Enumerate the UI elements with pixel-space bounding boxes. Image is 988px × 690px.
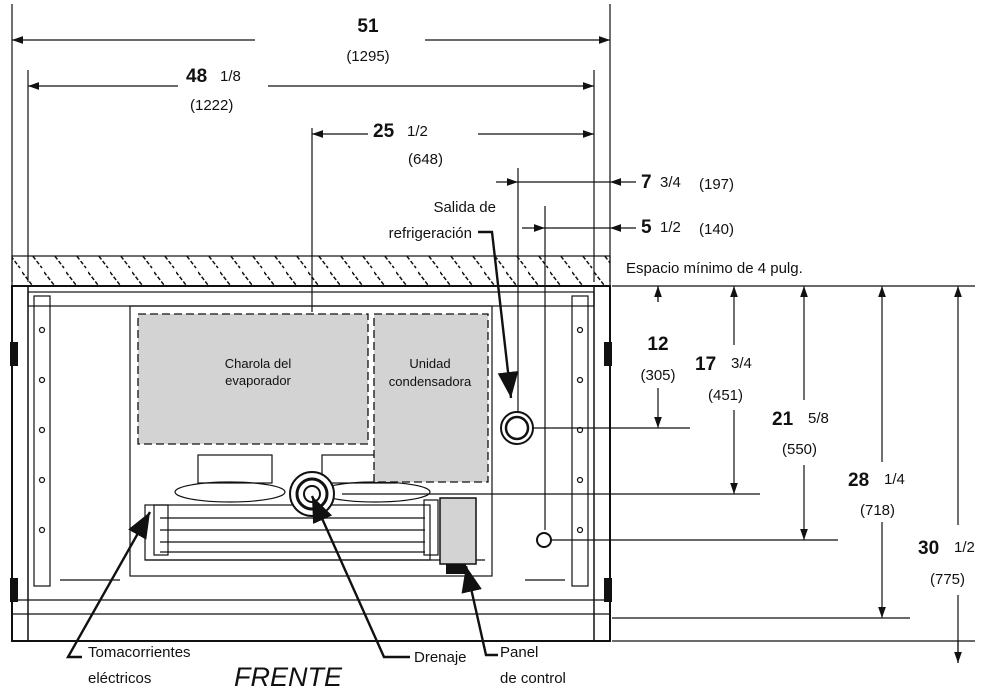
dim-28-frac: 1/4	[884, 471, 905, 488]
dim-5-frac: 1/2	[660, 219, 681, 236]
dim-51-mm: (1295)	[346, 48, 389, 65]
min-space-label: Espacio mínimo de 4 pulg.	[626, 260, 803, 277]
condensing-unit-line1: Unidad	[409, 356, 450, 371]
dimension-30: 30 1/2 (775)	[918, 286, 975, 663]
refrigeration-outlet-label: Salida de refrigeración	[389, 199, 519, 399]
dim-30-whole: 30	[918, 538, 939, 559]
dim-21-mm: (550)	[782, 441, 817, 458]
control-panel-box	[439, 497, 477, 574]
drain-label: Drenaje	[414, 649, 467, 666]
dim-25-mm: (648)	[408, 151, 443, 168]
outlets-line1: Tomacorrientes	[88, 644, 191, 661]
dim-28-whole: 28	[848, 470, 869, 491]
dim-12-whole: 12	[647, 334, 668, 355]
dim-25-whole: 25	[373, 121, 395, 142]
dim-51-whole: 51	[357, 16, 379, 37]
dimension-48: 48 1/8 (1222)	[28, 66, 594, 114]
dimension-28: 28 1/4 (718)	[848, 286, 905, 618]
refrigeration-outlet-line2: refrigeración	[389, 225, 472, 242]
dim-7-frac: 3/4	[660, 174, 681, 191]
outlets-line2: eléctricos	[88, 670, 151, 687]
dim-5-whole: 5	[641, 217, 652, 238]
refrigeration-outlet-line1: Salida de	[433, 199, 496, 216]
evaporator-tray-line2: evaporador	[225, 373, 291, 388]
evaporator-tray-line1: Charola del	[225, 356, 292, 371]
dimension-7: 7 3/4 (197)	[496, 172, 734, 193]
vertical-reference-lines	[342, 427, 975, 642]
control-panel-line2: de control	[500, 670, 566, 687]
dim-30-frac: 1/2	[954, 539, 975, 556]
evaporator-tray: Charola del evaporador	[137, 313, 369, 445]
dimension-25: 25 1/2 (648)	[312, 121, 594, 168]
outlets-callout: Tomacorrientes eléctricos	[65, 511, 191, 687]
dimension-21: 21 5/8 (550)	[772, 286, 829, 540]
dim-17-whole: 17	[695, 354, 716, 375]
dimension-51: 51 (1295)	[12, 16, 610, 65]
dim-28-mm: (718)	[860, 502, 895, 519]
dim-25-frac: 1/2	[407, 123, 428, 140]
dimension-5: 5 1/2 (140)	[522, 217, 734, 238]
condensing-unit-line2: condensadora	[389, 374, 472, 389]
dim-48-mm: (1222)	[190, 97, 233, 114]
control-panel-callout: Panel de control	[461, 565, 566, 687]
dim-17-frac: 3/4	[731, 355, 752, 372]
dim-21-whole: 21	[772, 409, 794, 430]
dim-12-mm: (305)	[640, 367, 675, 384]
dim-7-whole: 7	[641, 172, 652, 193]
dim-17-mm: (451)	[708, 387, 743, 404]
condensing-unit: Unidad condensadora	[373, 313, 489, 483]
dim-7-mm: (197)	[699, 176, 734, 193]
dim-48-frac: 1/8	[220, 68, 241, 85]
drain-icon	[289, 471, 335, 517]
dim-5-mm: (140)	[699, 221, 734, 238]
drain-callout: Drenaje	[310, 495, 467, 666]
dimension-17: 17 3/4 (451)	[695, 286, 752, 494]
dim-21-frac: 5/8	[808, 410, 829, 427]
control-panel-line1: Panel	[500, 644, 538, 661]
wall-hatch	[11, 255, 611, 287]
dimension-12: 12 (305)	[640, 286, 676, 428]
front-label: FRENTE	[234, 662, 343, 690]
dim-30-mm: (775)	[930, 571, 965, 588]
dim-48-whole: 48	[186, 66, 207, 87]
small-outlet-icon	[536, 532, 552, 548]
